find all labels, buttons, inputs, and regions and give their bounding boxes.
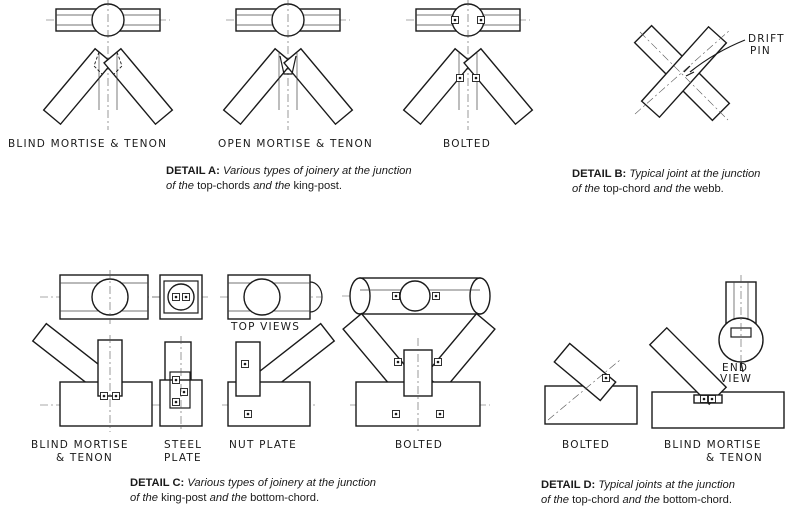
detail-a-bolted-drawing <box>402 0 534 131</box>
detail-a-open-mortise-drawing <box>222 0 354 131</box>
detail-a-caption-and-the: and the <box>253 180 291 192</box>
detail-c-blind-label-line1: BLIND MORTISE <box>31 439 129 451</box>
detail-c-caption-title: DETAIL C: <box>130 477 185 489</box>
detail-a-caption-top-chords: top-chords <box>197 180 250 192</box>
detail-b-caption-of-the: of the <box>572 183 600 195</box>
detail-c-caption: DETAIL C: Various types of joinery at th… <box>130 476 376 506</box>
detail-b-caption-webb: webb. <box>693 183 724 195</box>
drift-pin-label-line1: DRIFT <box>748 33 785 45</box>
detail-c-top-view-bolted <box>342 277 491 315</box>
detail-b-caption-line1: Typical joint at the junction <box>629 168 761 180</box>
detail-a-blind-mortise-drawing <box>42 0 174 131</box>
detail-d-bolted-label: BOLTED <box>562 439 610 451</box>
detail-c-top-view-steel <box>152 274 210 320</box>
detail-d-caption-of-the: of the <box>541 494 569 506</box>
detail-d-caption-title: DETAIL D: <box>541 479 596 491</box>
detail-c-caption-bottom-chord: bottom-chord. <box>250 492 320 504</box>
detail-c-top-view-nut <box>220 274 323 320</box>
detail-a-bolted-label: BOLTED <box>443 138 491 150</box>
drift-pin-label-line2: PIN <box>750 45 771 57</box>
detail-d-caption-bottom-chord: bottom-chord. <box>662 494 732 506</box>
detail-c-nut-label: NUT PLATE <box>229 439 297 451</box>
detail-c-blind-mortise-drawing <box>31 322 160 432</box>
detail-c-steel-label-line1: STEEL <box>164 439 202 451</box>
detail-c-caption-and-the: and the <box>209 492 247 504</box>
detail-b-caption-and-the: and the <box>653 183 691 195</box>
detail-b-caption-top-chord: top-chord <box>603 183 651 195</box>
detail-c-caption-of-the: of the <box>130 492 158 504</box>
detail-d-bolted-drawing <box>544 342 638 425</box>
detail-c-steel-label-line2: PLATE <box>164 452 202 464</box>
detail-a-caption-of-the: of the <box>166 180 194 192</box>
detail-c-caption-line1: Various types of joinery at the junction <box>187 477 377 489</box>
detail-a-open-label: OPEN MORTISE & TENON <box>218 138 373 150</box>
detail-b-caption-title: DETAIL B: <box>572 168 627 180</box>
detail-c-nut-plate-drawing <box>222 322 336 427</box>
detail-d-end-view-drawing <box>718 275 764 373</box>
end-view-label-line1: END <box>722 362 748 374</box>
detail-d-blind-mortise-drawing <box>648 326 785 429</box>
detail-a-blind-label: BLIND MORTISE & TENON <box>8 138 167 150</box>
detail-b-drift-pin-drawing <box>633 24 746 122</box>
detail-c-bolted-drawing <box>342 312 496 432</box>
detail-d-caption-top-chord: top-chord <box>572 494 620 506</box>
top-views-label: TOP VIEWS <box>230 321 300 333</box>
detail-d-caption: DETAIL D: Typical joints at the junction… <box>541 478 735 508</box>
detail-c-top-view-blind <box>40 270 160 324</box>
end-view-label-line2: VIEW <box>720 373 752 385</box>
detail-a-caption: DETAIL A: Various types of joinery at th… <box>166 164 412 194</box>
detail-a-caption-line1: Various types of joinery at the junction <box>222 165 412 177</box>
detail-d-caption-and-the: and the <box>622 494 660 506</box>
detail-a-caption-title: DETAIL A: <box>166 165 220 177</box>
detail-d-caption-line1: Typical joints at the junction <box>598 479 735 491</box>
detail-c-blind-label-line2: & TENON <box>56 452 113 464</box>
detail-c-steel-plate-drawing <box>159 336 203 432</box>
detail-c-bolted-label: BOLTED <box>395 439 443 451</box>
detail-d-blind-label-line1: BLIND MORTISE <box>664 439 762 451</box>
detail-c-caption-king-post: king-post <box>161 492 207 504</box>
detail-d-blind-label-line2: & TENON <box>706 452 763 464</box>
detail-b-caption: DETAIL B: Typical joint at the junction … <box>572 167 760 197</box>
detail-a-caption-king-post: king-post. <box>293 180 343 192</box>
